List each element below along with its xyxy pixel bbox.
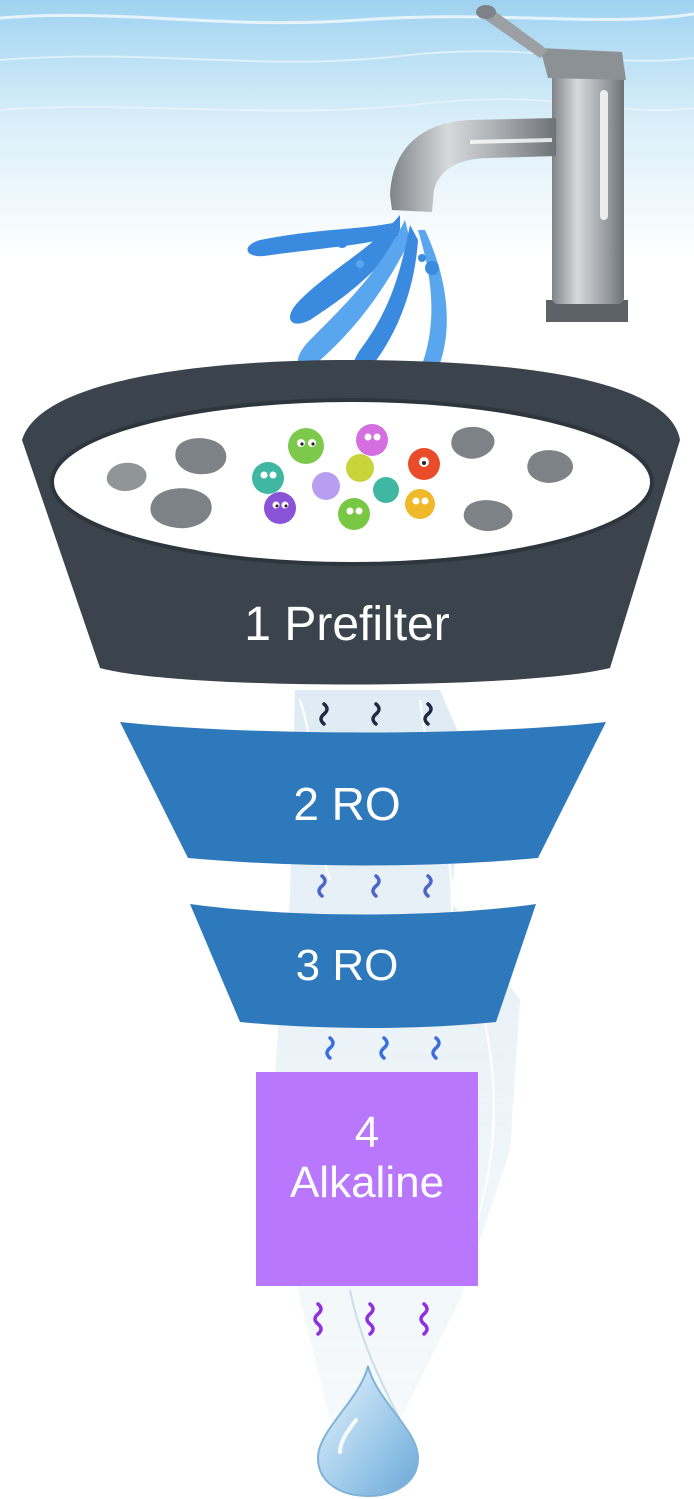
dirt-particle-icon [106,426,574,532]
water-ripple [0,12,694,25]
ro-stage-2-label: 3 RO [295,941,399,990]
wave-squiggle-icon [319,702,433,726]
alkaline-label-text: Alkaline [289,1158,445,1207]
water-drop-icon [316,1365,420,1498]
wave-squiggle-icon [325,1036,441,1060]
germ-icon [252,424,440,530]
prefilter-label: 1 Prefilter [244,598,450,651]
ro-stage-1 [120,722,606,866]
wave-squiggle-icon [313,1302,429,1336]
alkaline-stage [256,1072,478,1286]
faucet-icon [390,5,628,322]
water-splash-icon [247,215,447,399]
ro-stage-1-label: 2 RO [293,778,401,830]
wave-squiggle-icon [317,874,433,898]
ro-stage-2 [190,904,536,1028]
alkaline-label-number: 4 [354,1108,380,1157]
alkaline-label: 4 Alkaline [256,1108,478,1208]
